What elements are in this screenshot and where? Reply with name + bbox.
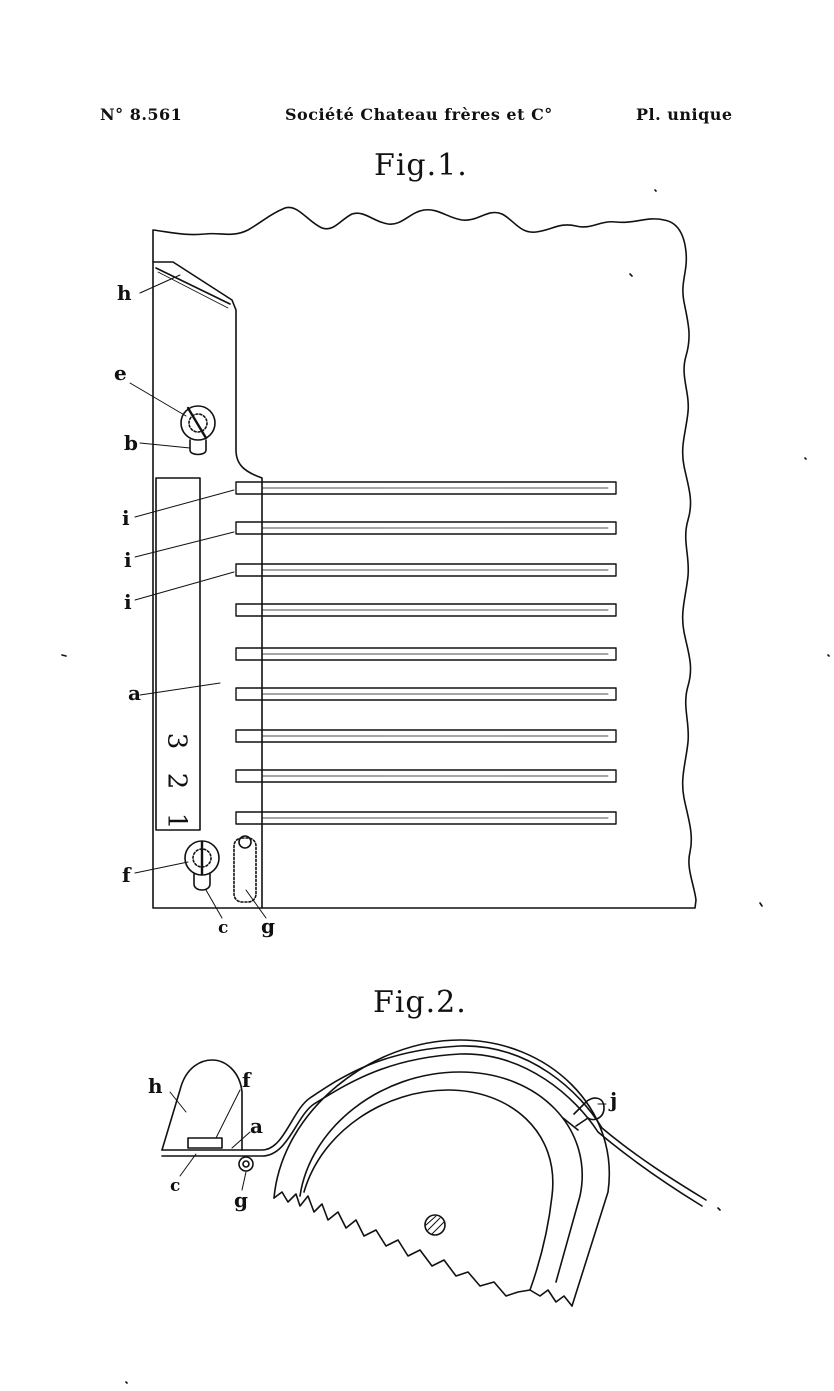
fig2-wheel xyxy=(303,1089,554,1291)
paper-specks xyxy=(61,189,830,1384)
fig2-spring-g xyxy=(238,1156,254,1172)
fig1-label-i-1: i xyxy=(122,506,130,530)
fig1-screw-e xyxy=(180,405,216,441)
patent-number: N° 8.561 xyxy=(100,105,183,124)
fig2-drawing xyxy=(161,1039,707,1307)
fig1-label-f: f xyxy=(122,863,131,887)
fig1-label-c: c xyxy=(218,918,229,938)
fig2-leader-lines xyxy=(169,1089,607,1191)
fig1-sheet-outline xyxy=(152,206,697,909)
fig2-plate xyxy=(161,1045,707,1201)
fig1-label-i-3: i xyxy=(124,590,132,614)
fig2-label-c: c xyxy=(170,1176,181,1196)
fig2-label-a: a xyxy=(250,1114,263,1138)
fig2-label-f: f xyxy=(242,1068,251,1092)
fig1-label-i-2: i xyxy=(124,548,132,572)
fig1-guide-bars xyxy=(235,481,617,825)
fig1-label-e: e xyxy=(114,361,127,385)
fig1-title: Fig.1. xyxy=(374,148,468,183)
scale-number-2: 2 xyxy=(161,772,192,790)
fig1-spring-g xyxy=(233,837,257,903)
fig1-label-g: g xyxy=(261,914,275,938)
scale-number-1: 1 xyxy=(161,812,192,830)
fig1-label-a: a xyxy=(128,681,141,705)
fig1-drawing xyxy=(129,206,697,919)
fig2-drum xyxy=(273,1039,611,1307)
fig1-slot-c xyxy=(193,873,211,891)
fig1-scale-a xyxy=(155,477,201,831)
plate-label: Pl. unique xyxy=(636,105,733,124)
fig1-slot-b xyxy=(189,439,207,456)
fig2-block-h xyxy=(161,1059,243,1151)
fig2-label-j: j xyxy=(610,1088,618,1112)
fig2-part-f xyxy=(187,1137,223,1149)
scale-number-3: 3 xyxy=(161,732,192,750)
fig2-axle xyxy=(424,1214,446,1236)
applicant-name: Société Chateau frères et C° xyxy=(285,105,553,124)
fig2-label-h: h xyxy=(148,1074,163,1098)
fig2-title: Fig.2. xyxy=(373,985,467,1020)
fig2-label-g: g xyxy=(234,1188,248,1212)
fig2-pin-j xyxy=(573,1097,605,1127)
fig1-plate-h xyxy=(152,261,263,909)
fig1-label-b: b xyxy=(124,431,138,455)
fig1-label-h: h xyxy=(117,281,132,305)
fig1-leader-lines xyxy=(129,274,267,919)
